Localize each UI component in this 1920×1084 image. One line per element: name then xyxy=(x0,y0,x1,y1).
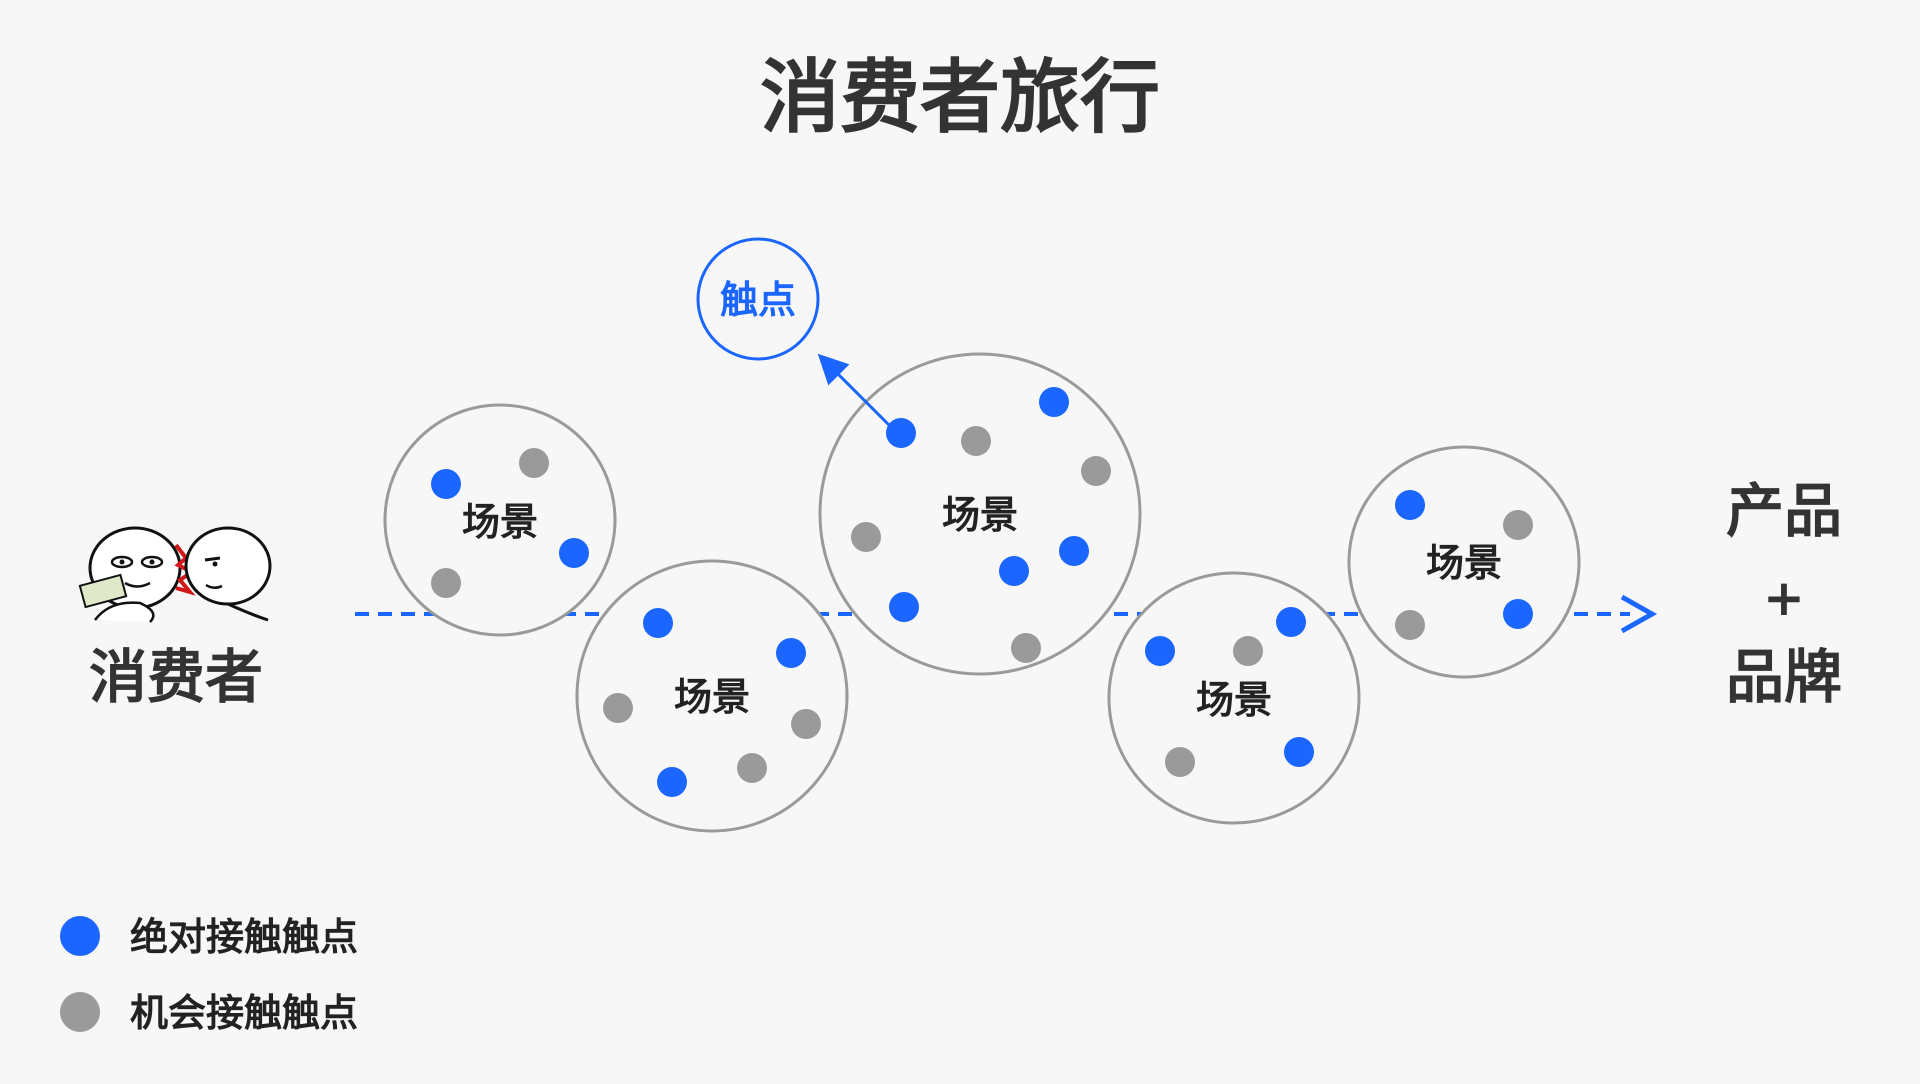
absolute-touchpoint-dot xyxy=(1145,636,1175,666)
absolute-touchpoint-dot xyxy=(889,592,919,622)
absolute-touchpoint-dot xyxy=(776,638,806,668)
opportunity-touchpoint-dot xyxy=(1011,633,1041,663)
target-line1: 产品 xyxy=(1726,477,1842,545)
absolute-touchpoint-dot xyxy=(1395,490,1425,520)
absolute-touchpoint-dot xyxy=(559,538,589,568)
opportunity-touchpoint-dot xyxy=(737,753,767,783)
legend-opportunity-label: 机会接触触点 xyxy=(130,991,358,1035)
scene-label: 场景 xyxy=(942,493,1018,537)
consumer-label: 消费者 xyxy=(89,643,263,711)
legend-absolute-swatch xyxy=(60,916,100,956)
absolute-touchpoint-dot xyxy=(1284,737,1314,767)
scene-label: 场景 xyxy=(1426,541,1502,585)
scene-circle: 场景 xyxy=(575,559,849,833)
opportunity-touchpoint-dot xyxy=(1395,610,1425,640)
target-line2: 品牌 xyxy=(1726,643,1842,711)
legend: 绝对接触触点 机会接触触点 xyxy=(60,915,358,1035)
touchpoint-callout: 触点 xyxy=(696,237,820,361)
scene-circle: 场景 xyxy=(818,352,1142,676)
target-plus: + xyxy=(1763,569,1805,627)
absolute-touchpoint-dot xyxy=(1276,607,1306,637)
scene-circle: 场景 xyxy=(1107,571,1361,825)
two-faces-meme-icon xyxy=(78,526,272,623)
absolute-touchpoint-dot xyxy=(1503,599,1533,629)
absolute-touchpoint-dot xyxy=(1059,536,1089,566)
legend-opportunity-swatch xyxy=(60,992,100,1032)
opportunity-touchpoint-dot xyxy=(1233,636,1263,666)
opportunity-touchpoint-dot xyxy=(961,426,991,456)
absolute-touchpoint-dot xyxy=(657,767,687,797)
opportunity-touchpoint-dot xyxy=(791,709,821,739)
absolute-touchpoint-dot xyxy=(1039,387,1069,417)
scene-circle: 场景 xyxy=(1347,445,1581,679)
scene-circle: 场景 xyxy=(383,403,617,637)
legend-absolute-label: 绝对接触触点 xyxy=(130,915,358,959)
scene-label: 场景 xyxy=(462,500,538,544)
scene-label: 场景 xyxy=(1196,678,1272,722)
opportunity-touchpoint-dot xyxy=(1081,456,1111,486)
absolute-touchpoint-dot xyxy=(886,418,916,448)
touchpoint-callout-label: 触点 xyxy=(720,278,796,322)
opportunity-touchpoint-dot xyxy=(603,693,633,723)
scene-label: 场景 xyxy=(674,675,750,719)
opportunity-touchpoint-dot xyxy=(1165,747,1195,777)
absolute-touchpoint-dot xyxy=(999,556,1029,586)
absolute-touchpoint-dot xyxy=(431,469,461,499)
diagram-title: 消费者旅行 xyxy=(760,51,1160,144)
opportunity-touchpoint-dot xyxy=(431,568,461,598)
opportunity-touchpoint-dot xyxy=(851,522,881,552)
absolute-touchpoint-dot xyxy=(643,608,673,638)
opportunity-touchpoint-dot xyxy=(519,448,549,478)
journey-arrowhead xyxy=(1620,594,1658,634)
opportunity-touchpoint-dot xyxy=(1503,510,1533,540)
callout-arrow xyxy=(817,353,891,427)
